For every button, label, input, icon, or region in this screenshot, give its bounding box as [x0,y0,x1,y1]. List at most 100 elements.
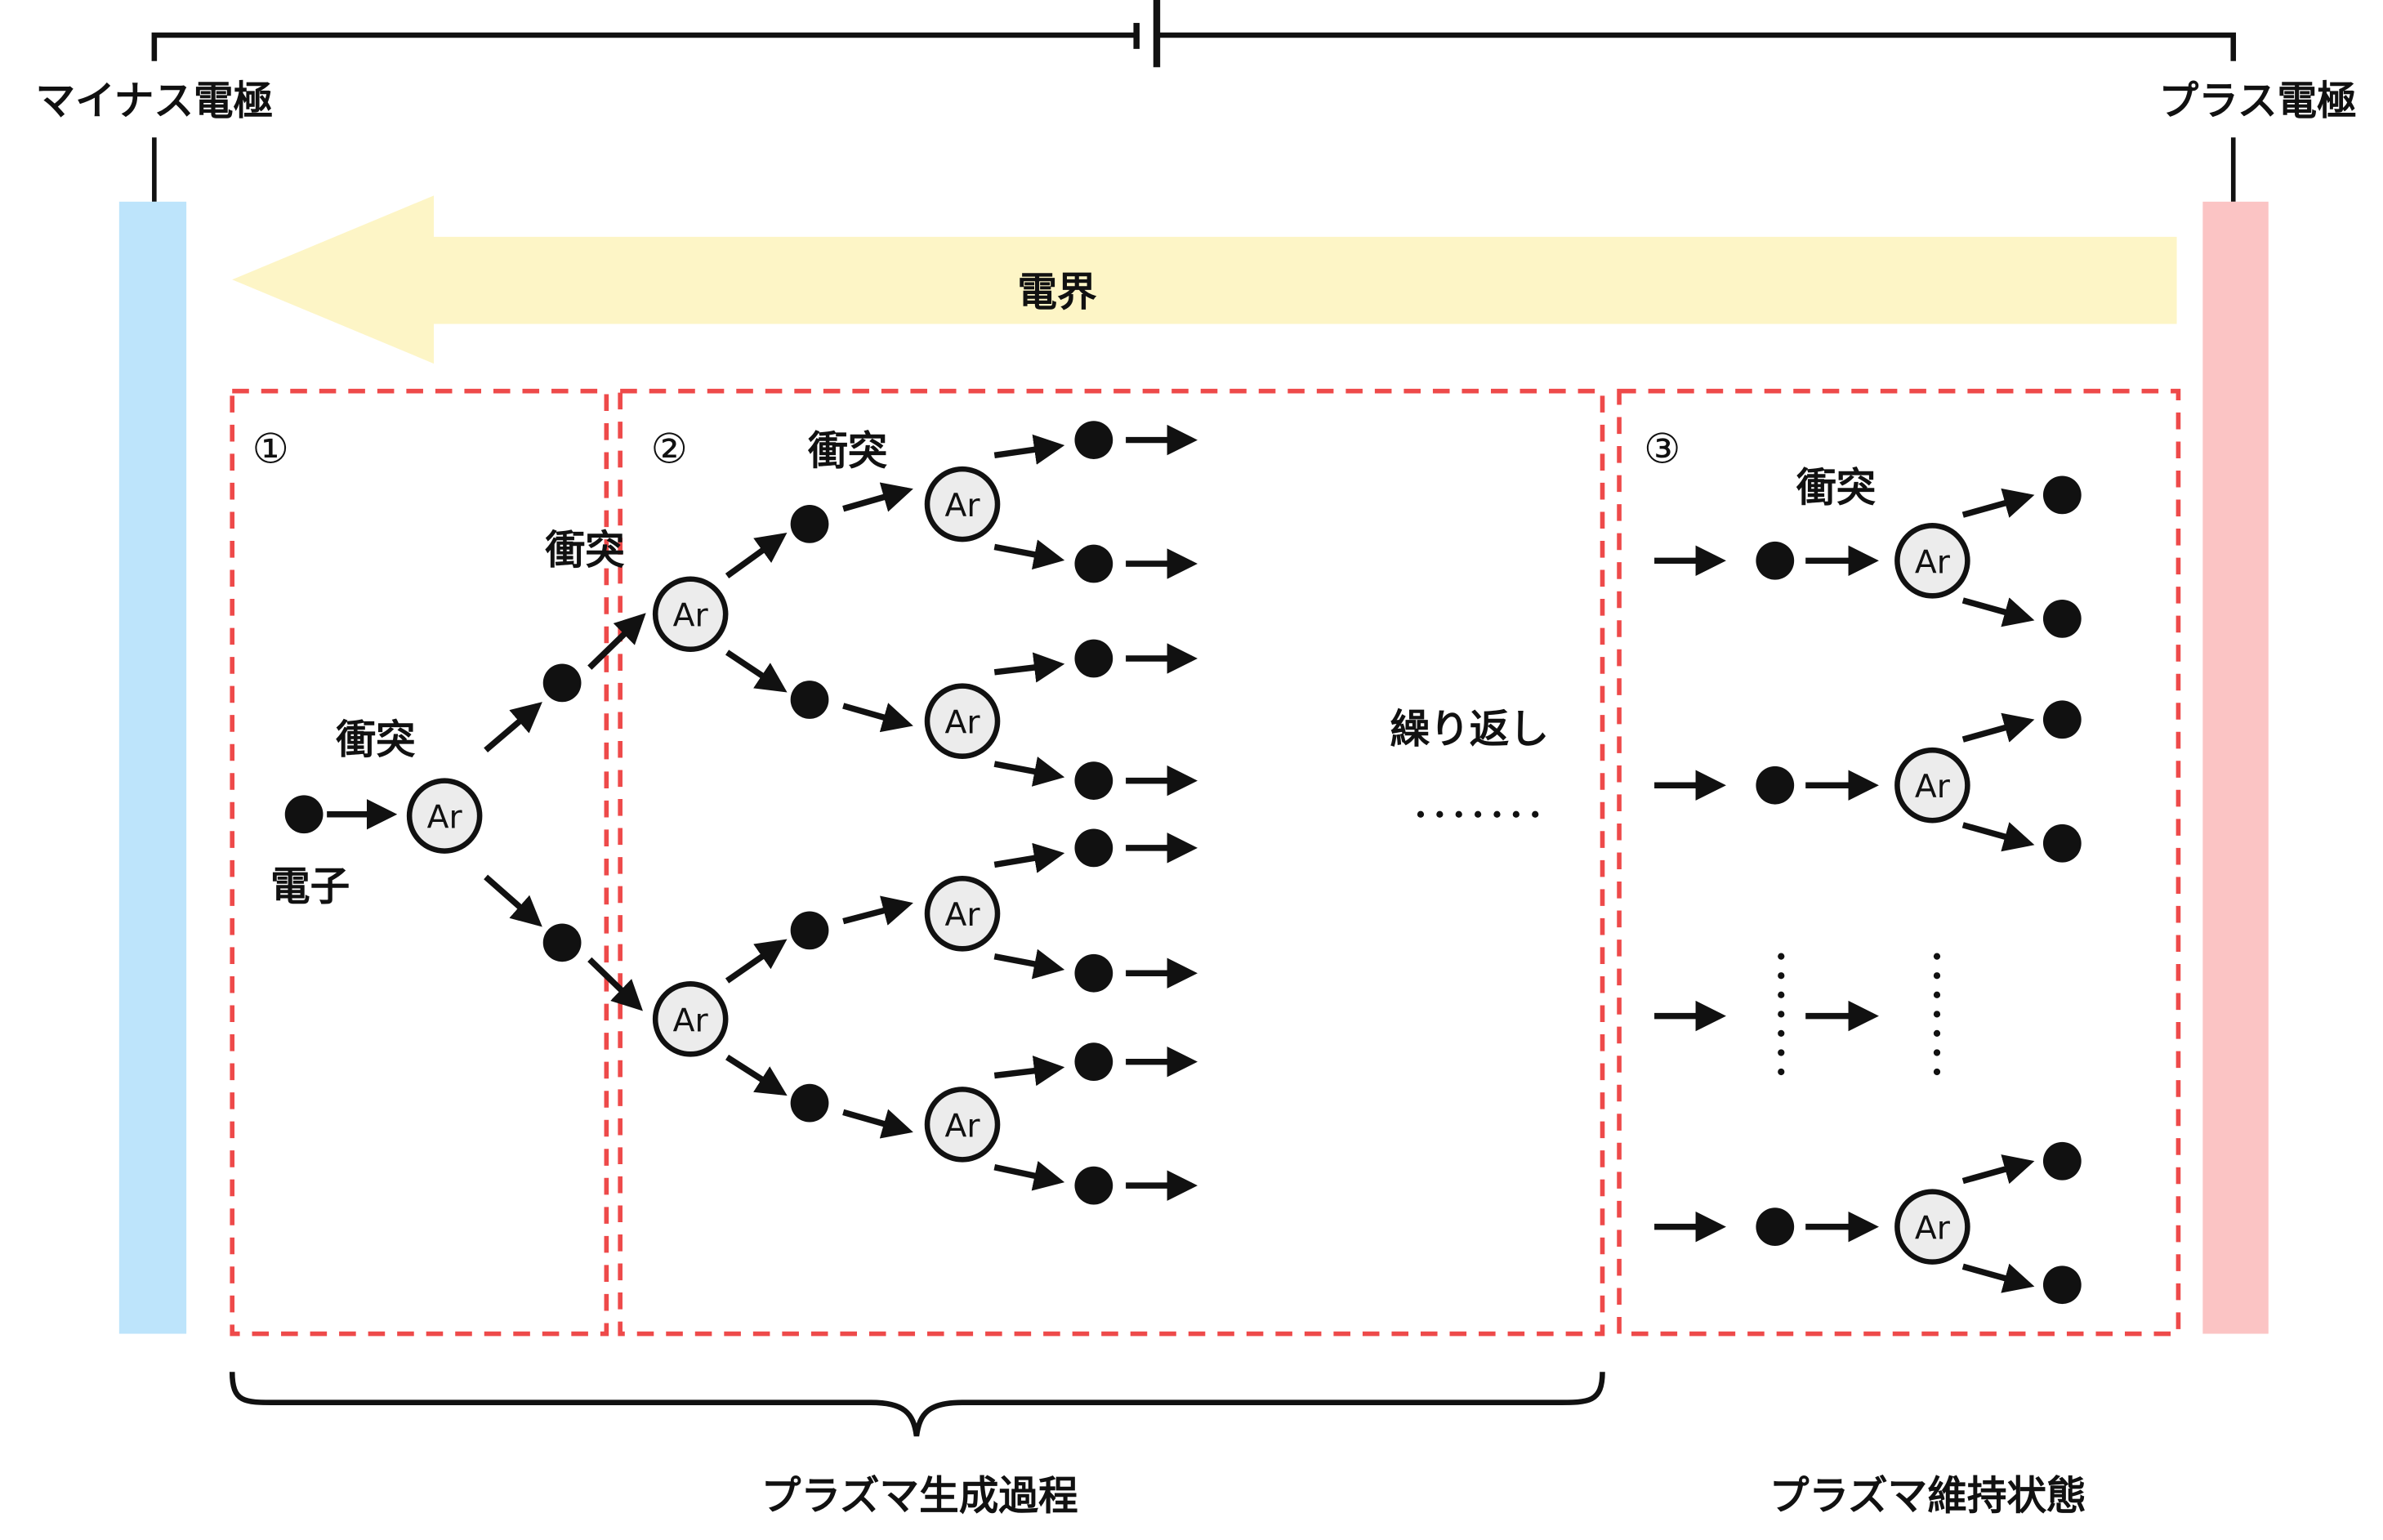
arrow-icon [1961,822,2035,852]
electron-icon [1756,1207,1795,1247]
argon-atom: Ar [1894,523,1970,599]
electron-icon [790,911,829,950]
ellipsis-dot [1417,810,1425,818]
arrow-icon [993,434,1065,465]
electron-icon [1074,953,1113,993]
circuit-wire-left [151,32,1139,61]
vertical-ellipsis-dot [1778,1049,1785,1056]
ellipsis-dot [1474,810,1482,818]
argon-atom: Ar [924,683,1001,759]
arrows-layer [327,424,2035,1293]
stage-1-box [230,388,609,1337]
ellipsis-dot [1436,810,1444,818]
stage-3-number: ③ [1644,425,1680,473]
arrow-icon [993,949,1065,980]
argon-atom-label: Ar [673,1002,709,1039]
argon-atom-label: Ar [1915,769,1951,806]
argon-atom-circle [652,576,729,653]
arrow-icon [484,874,542,927]
electron-icon [1756,766,1795,805]
negative-electrode [118,201,187,1334]
electron-label: 電子 [270,864,350,909]
vertical-ellipsis-dot [1933,1011,1941,1018]
vertical-ellipsis-dot [1933,972,1941,980]
arrow-icon [993,842,1065,873]
vertical-ellipsis-dot [1778,991,1785,998]
electron-icon [1756,541,1795,580]
arrow-icon [1961,488,2035,518]
ellipsis-dot [1512,810,1519,818]
argon-atom: Ar [652,576,729,653]
battery-short-plate-icon [1133,23,1140,49]
argon-atom: Ar [1894,747,1970,824]
argon-atom: Ar [406,778,483,854]
argon-atom-circle [1894,747,1970,824]
argon-atom: Ar [924,876,1001,952]
argon-atom-circle [924,683,1001,759]
positive-electrode-label: プラス電極 [2159,78,2357,124]
arrow-icon [842,895,913,926]
vertical-ellipsis-dot [1933,953,1941,960]
argon-atom: Ar [924,466,1001,542]
electron-icon [2042,1141,2082,1181]
repeat-label: 繰り返し [1390,707,1549,752]
argon-atom-label: Ar [1915,1211,1951,1248]
vertical-ellipsis-dot [1933,1049,1941,1056]
electron-icon [2042,1265,2082,1305]
vertical-ellipsis-dot [1933,991,1941,998]
vertical-ellipsis-dot [1933,1029,1941,1038]
electron-icon [1074,421,1113,459]
vertical-ellipsis-dot [1778,1029,1785,1038]
electron-icon [2042,700,2082,739]
arrow-icon [587,957,643,1011]
arrow-icon [842,482,913,512]
electron-icon [2042,599,2082,638]
argon-atom-label: Ar [1915,544,1951,581]
generation-brace [229,1372,1605,1437]
argon-atom-circle [1894,523,1970,599]
circuit [151,0,2237,202]
vertical-ellipsis-dot [1778,953,1785,960]
argon-atom-circle [924,1087,1001,1163]
electron-icon [284,795,324,834]
argon-atom-circle [406,778,483,854]
stage-3-collision-label: 衝突 [1796,465,1877,511]
electron-icon [1074,1042,1113,1082]
argon-atom-circle [924,466,1001,542]
arrow-icon [1961,1263,2035,1293]
argon-atom-label: Ar [945,897,981,934]
argon-atom: Ar [1894,1189,1970,1265]
electron-icon [2042,824,2082,863]
arrow-icon [725,939,788,984]
positive-electrode [2202,201,2269,1334]
argon-atom-circle [924,876,1001,952]
stage-1-collision-label-2: 衝突 [545,528,626,574]
stage-1-number: ① [252,425,289,473]
electron-icon [790,1083,829,1123]
electron-icon [1074,544,1113,583]
electron-icon [1074,1166,1113,1205]
arrow-icon [484,702,542,753]
plasma-generation-label: プラズマ生成過程 [761,1474,1078,1520]
arrow-icon [993,539,1065,570]
argon-atom: Ar [924,1087,1001,1163]
electric-field-arrow [232,195,2177,364]
argon-atom-label: Ar [427,800,463,837]
arrow-icon [587,613,646,670]
ellipsis-dot [1455,810,1462,818]
arrow-icon [1961,712,2035,743]
arrow-icon [842,1109,913,1139]
vertical-ellipsis-dot [1778,1068,1785,1076]
arrow-icon [1961,597,2035,627]
argon-atom-label: Ar [945,705,981,742]
negative-electrode-label: マイナス電極 [36,78,274,124]
argon-atom-label: Ar [945,1108,981,1145]
arrow-icon [725,1054,788,1096]
electron-icon [1074,828,1113,868]
vertical-ellipsis-dot [1933,1068,1941,1076]
arrow-icon [993,1160,1065,1191]
vertical-ellipsis-dot [1778,972,1785,980]
electron-icon [790,505,829,543]
